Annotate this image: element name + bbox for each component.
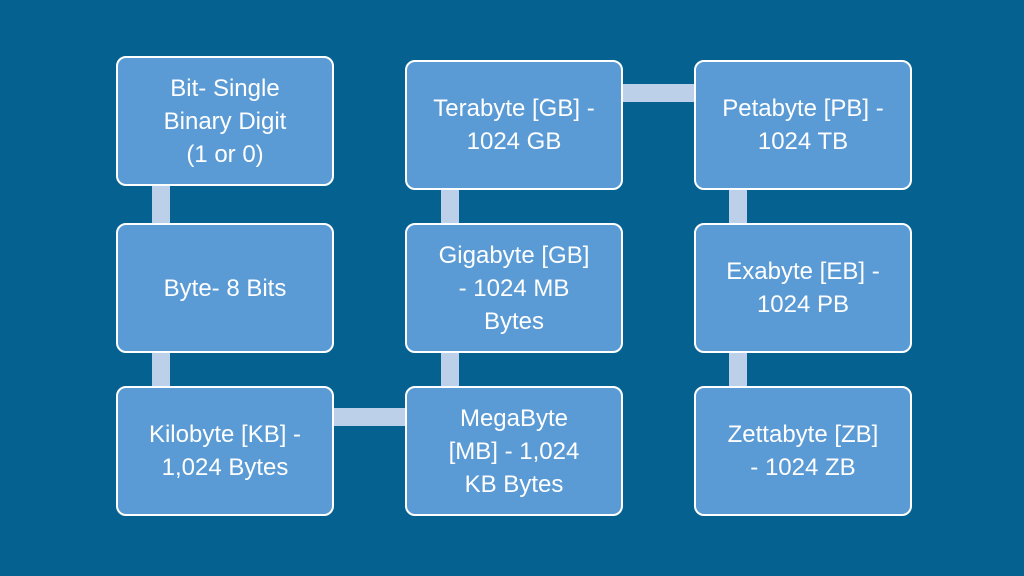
node-zettabyte-label: Zettabyte [ZB] - 1024 ZB xyxy=(727,421,879,481)
node-megabyte: MegaByte [MB] - 1,024 KB Bytes xyxy=(405,386,623,516)
node-bit: Bit- Single Binary Digit (1 or 0) xyxy=(116,56,334,186)
connector-kilobyte-megabyte xyxy=(332,408,408,426)
node-zettabyte: Zettabyte [ZB] - 1024 ZB xyxy=(694,386,912,516)
node-gigabyte-label: Gigabyte [GB] - 1024 MB Bytes xyxy=(438,241,590,335)
node-petabyte-label: Petabyte [PB] - 1024 TB xyxy=(722,95,884,155)
node-terabyte-label: Terabyte [GB] - 1024 GB xyxy=(433,95,595,155)
connector-bit-byte xyxy=(152,183,170,225)
node-bit-label: Bit- Single Binary Digit (1 or 0) xyxy=(163,74,287,168)
node-exabyte-label: Exabyte [EB] - 1024 PB xyxy=(726,258,880,318)
node-kilobyte-label: Kilobyte [KB] - 1,024 Bytes xyxy=(148,421,302,481)
connector-gigabyte-terabyte xyxy=(441,187,459,225)
node-petabyte: Petabyte [PB] - 1024 TB xyxy=(694,60,912,190)
node-kilobyte: Kilobyte [KB] - 1,024 Bytes xyxy=(116,386,334,516)
node-terabyte: Terabyte [GB] - 1024 GB xyxy=(405,60,623,190)
node-byte: Byte- 8 Bits xyxy=(116,223,334,353)
node-gigabyte: Gigabyte [GB] - 1024 MB Bytes xyxy=(405,223,623,353)
node-exabyte: Exabyte [EB] - 1024 PB xyxy=(694,223,912,353)
connector-megabyte-gigabyte xyxy=(441,350,459,388)
node-megabyte-label: MegaByte [MB] - 1,024 KB Bytes xyxy=(448,404,580,498)
connector-exabyte-zettabyte xyxy=(729,350,747,388)
connector-terabyte-petabyte xyxy=(620,84,698,102)
connector-petabyte-exabyte xyxy=(729,187,747,225)
node-byte-label: Byte- 8 Bits xyxy=(163,274,287,302)
connector-byte-kilobyte xyxy=(152,350,170,388)
